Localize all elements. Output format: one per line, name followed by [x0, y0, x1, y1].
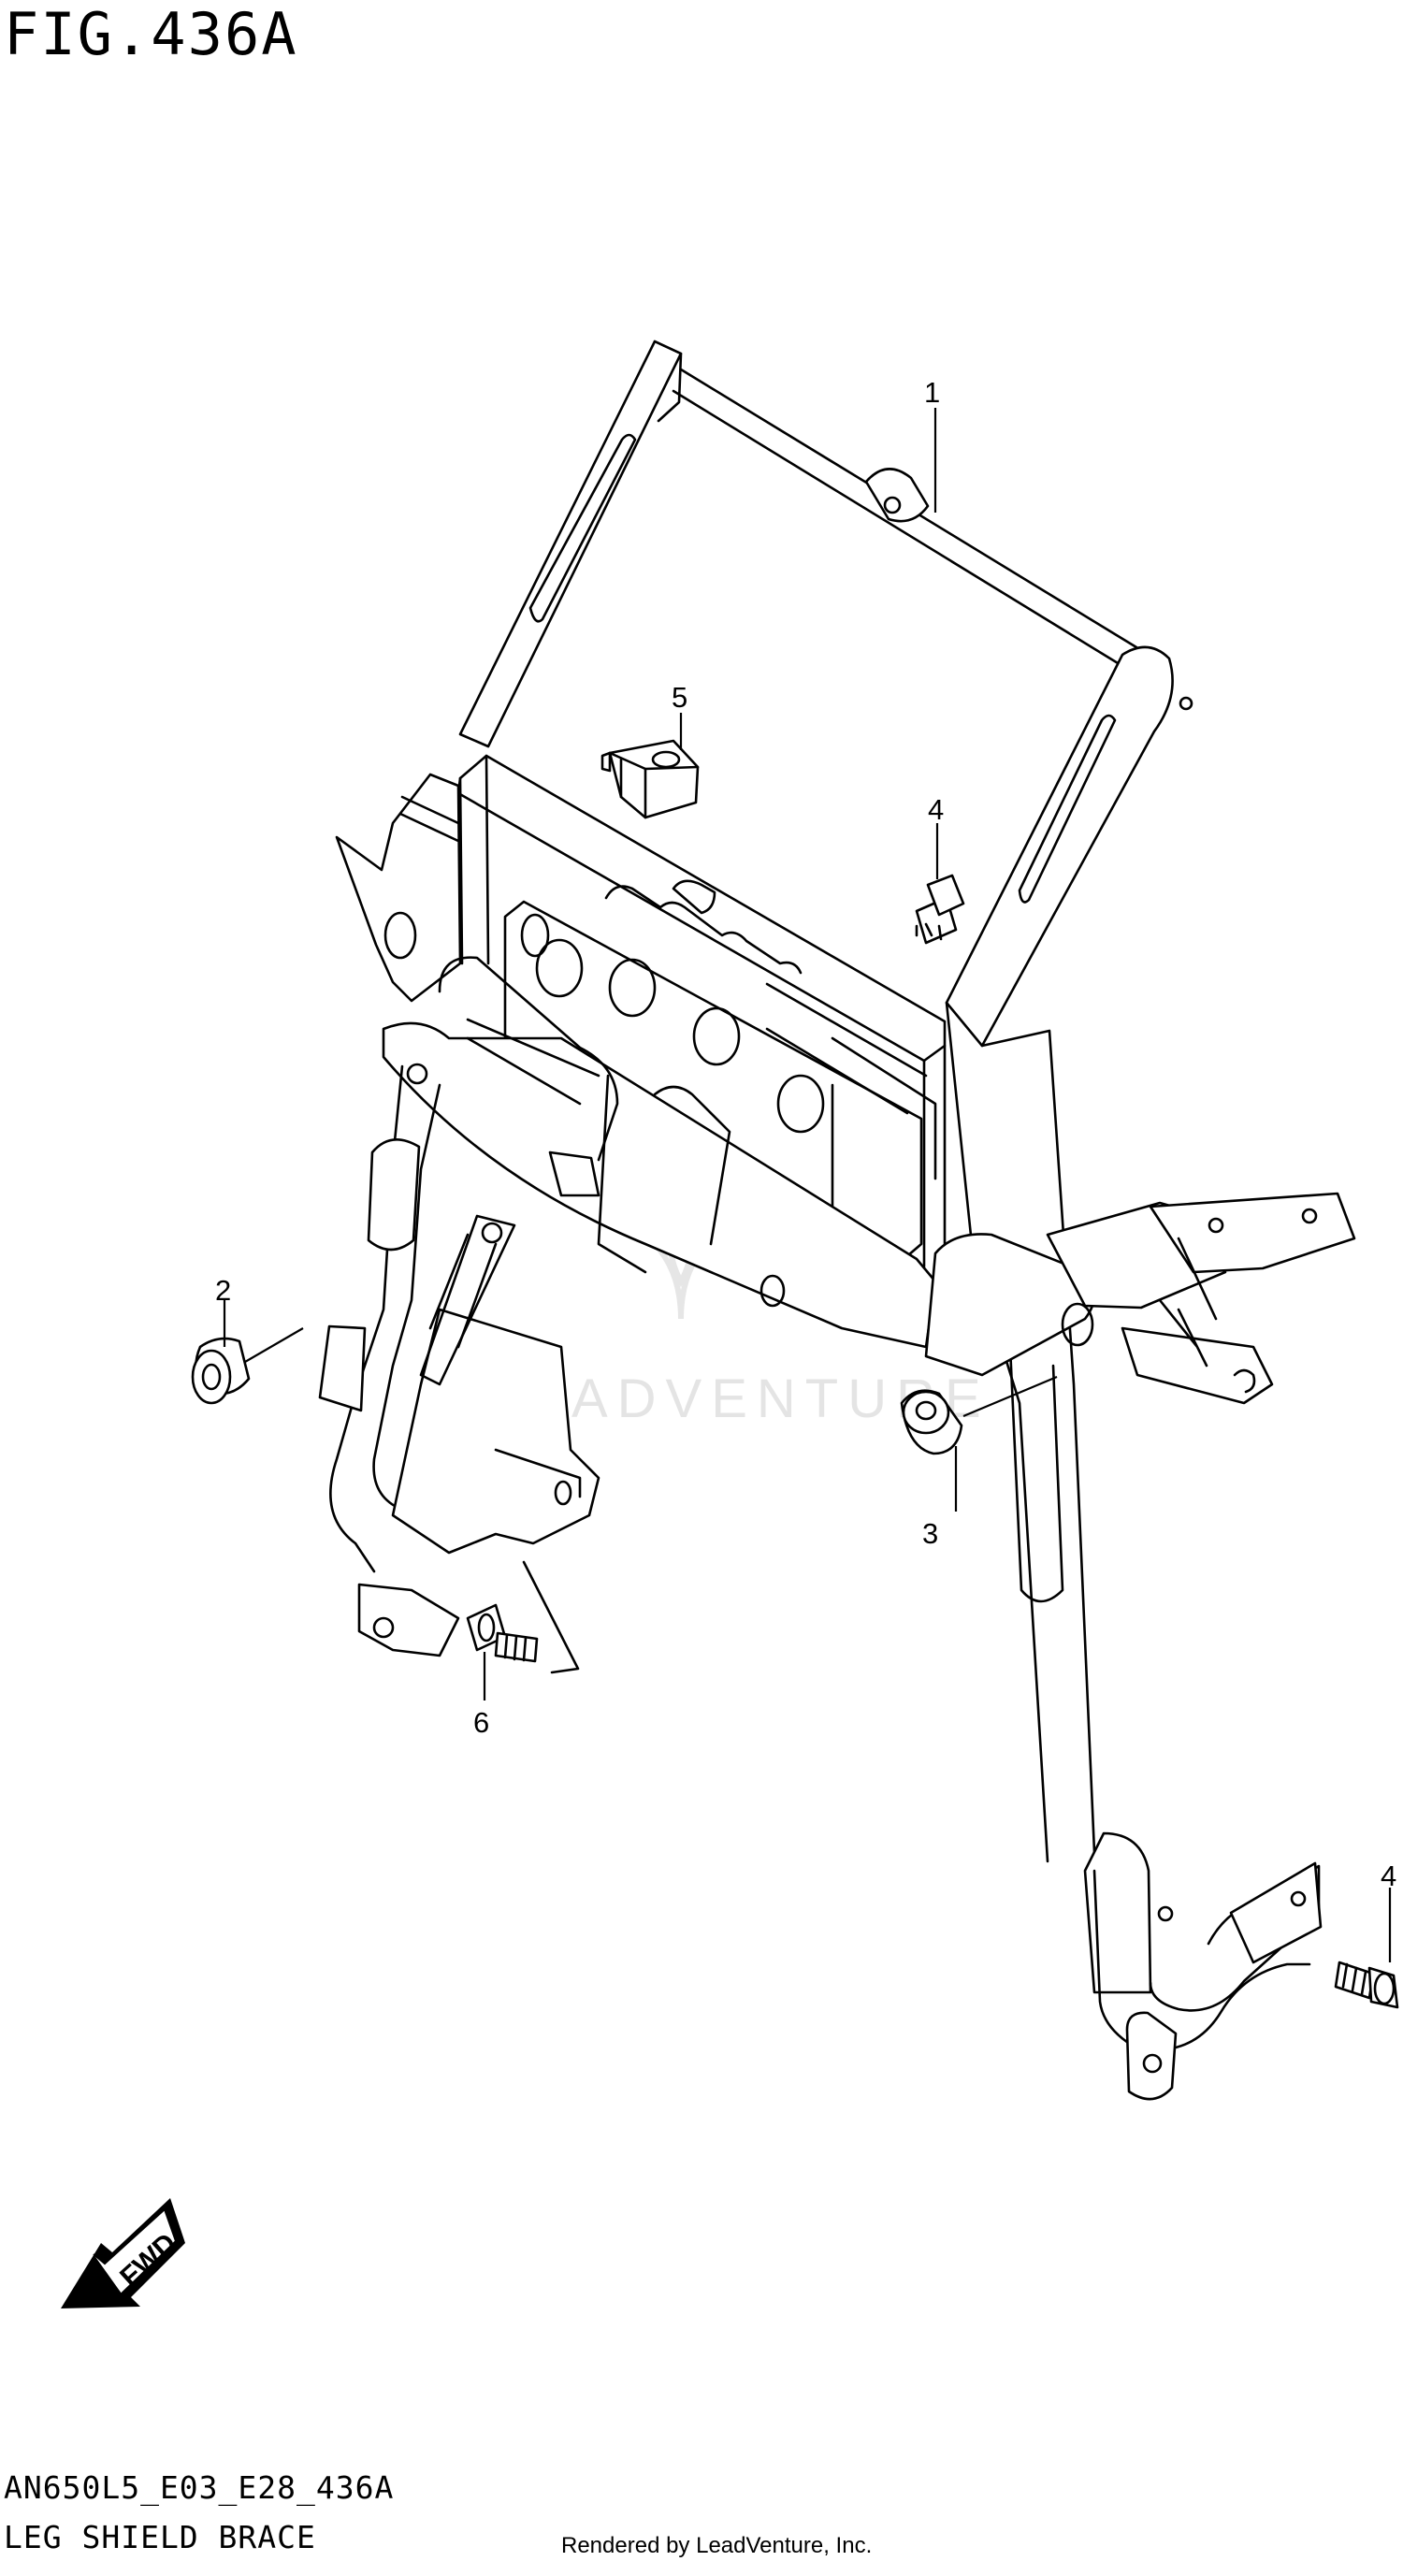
callout-2[interactable]: 2: [215, 1274, 231, 1307]
callout-4-lower[interactable]: 4: [1381, 1860, 1396, 1892]
callout-6[interactable]: 6: [473, 1706, 489, 1739]
fwd-arrow: FWD: [61, 2198, 185, 2308]
callout-1[interactable]: 1: [924, 376, 940, 409]
callout-3[interactable]: 3: [922, 1517, 938, 1550]
grommet-part-3[interactable]: [900, 1389, 963, 1455]
render-credit: Rendered by LeadVenture, Inc.: [561, 2533, 873, 2558]
callouts: 1 2 3 4 4 5 6: [215, 376, 1396, 1892]
bolt-part-4-upper[interactable]: [915, 874, 965, 945]
leg-shield-brace[interactable]: [318, 340, 1356, 2101]
clamp-part-5[interactable]: [600, 739, 700, 819]
grommet-part-2[interactable]: [191, 1337, 251, 1405]
bolt-part-4-lower[interactable]: [1334, 1961, 1399, 2009]
model-code: AN650L5_E03_E28_436A: [4, 2469, 395, 2506]
leader-lines: [223, 408, 1392, 1962]
figure-title: FIG.436A: [4, 0, 298, 68]
callout-4-upper[interactable]: 4: [928, 793, 944, 826]
bolt-part-6[interactable]: [466, 1603, 539, 1663]
callout-5[interactable]: 5: [672, 681, 687, 714]
diagram-title: LEG SHIELD BRACE: [4, 2519, 316, 2555]
